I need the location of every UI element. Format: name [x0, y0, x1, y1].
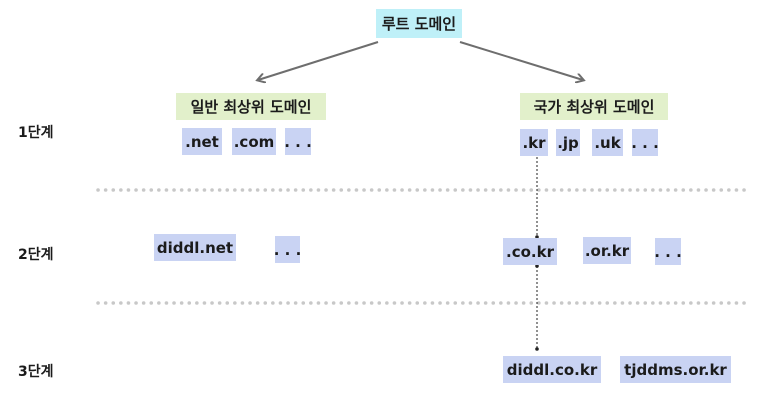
country-ellipsis: . . . — [631, 129, 659, 156]
domain-or-kr: .or.kr — [583, 237, 631, 264]
domain-uk: .uk — [592, 129, 623, 156]
level-3-label: 3단계 — [18, 364, 54, 380]
generic-ellipsis: . . . — [284, 128, 312, 155]
country-tld-label: 국가 최상위 도메인 — [520, 93, 668, 120]
domain-jp: .jp — [556, 129, 580, 156]
arrow-to-country — [459, 41, 583, 80]
kr-connector-dot — [535, 235, 539, 239]
cokr-connector-dot — [535, 264, 539, 268]
domain-com: .com — [232, 128, 276, 155]
generic-l2-ellipsis: . . . — [274, 236, 301, 263]
domain-co-kr: .co.kr — [503, 238, 557, 265]
root-domain-box: 루트 도메인 — [376, 9, 462, 38]
level-2-label: 2단계 — [18, 247, 54, 263]
domain-kr: .kr — [520, 129, 548, 156]
country-l2-ellipsis: . . . — [654, 238, 682, 265]
domain-tjddms-or-kr: tjddms.or.kr — [620, 356, 731, 383]
cokr-connector-dot — [535, 347, 539, 351]
domain-diddl-co-kr: diddl.co.kr — [503, 356, 601, 383]
generic-tld-label: 일반 최상위 도메인 — [176, 93, 326, 120]
level-1-label: 1단계 — [18, 125, 54, 141]
domain-net: .net — [182, 128, 222, 155]
domain-diddl-net: diddl.net — [154, 234, 236, 261]
arrow-to-generic — [258, 41, 379, 80]
